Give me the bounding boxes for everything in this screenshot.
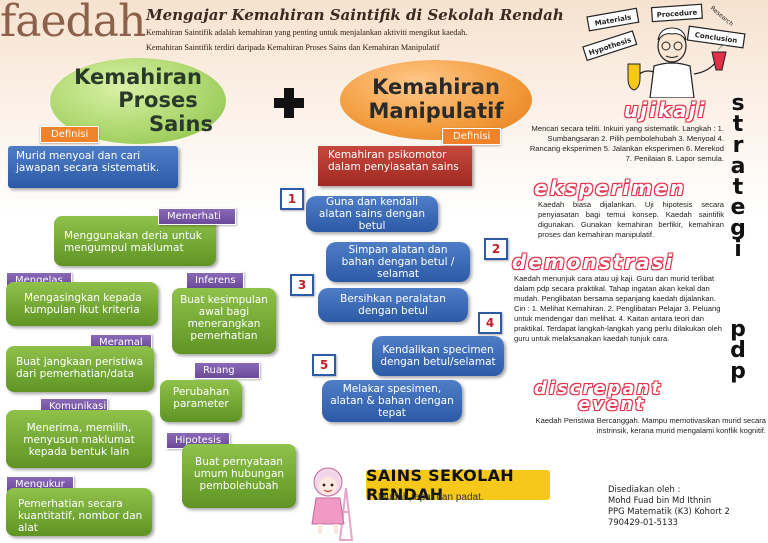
vertical-letter: a	[730, 153, 746, 179]
plus-icon	[274, 88, 304, 118]
event-title: event	[578, 394, 646, 415]
skill-hipotesis-box: Buat pernyataan umum hubungan pembolehub…	[182, 444, 296, 508]
discrepant-title: discrepant	[534, 378, 662, 399]
sains-sekolah-rendah-banner: SAINS SEKOLAH RENDAH	[366, 466, 550, 504]
discrepant-text: Kaedah Peristiwa Bercanggah. Mampu memot…	[535, 416, 766, 436]
step-2-box: Simpan alatan dan bahan dengan betul / s…	[326, 242, 470, 282]
step-4-number: 4	[478, 312, 502, 334]
skill-memerhati-tag: Memerhati	[158, 208, 236, 225]
eksperimen-text: Kaedah biasa dijalankan. Uji hipotesis s…	[538, 200, 724, 240]
step-5-number: 5	[312, 354, 336, 376]
skill-meramal-box: Buat jangkaan peristiwa dari pemerhatian…	[6, 346, 154, 392]
ujikaji-text: Mencari secara teliti. Inkuiri yang sist…	[529, 124, 724, 164]
step-4-box: Kendalikan specimen dengan betul/selamat	[372, 336, 504, 376]
step-1-number: 1	[280, 188, 304, 210]
faedah-logo-word: faedah	[0, 0, 146, 47]
km-title-line1: Kemahiran	[372, 75, 500, 100]
kps-title-line2: Proses	[118, 88, 198, 113]
girl-mascot-illustration	[311, 467, 354, 541]
vertical-letter: t	[732, 174, 744, 200]
skill-ruang-tag: Ruang	[194, 362, 260, 379]
kps-definisi-tag: Definisi	[40, 126, 100, 143]
intro-line-1: Kemahiran Saintifik adalah kemahiran yan…	[146, 28, 468, 37]
km-definisi-text: Kemahiran psikomotor dalam penyiasatan s…	[318, 146, 472, 186]
skill-inferens-tag: Inferens	[186, 272, 244, 289]
page-title: Mengajar Kemahiran Saintifik di Sekolah …	[146, 6, 564, 24]
vertical-letter: i	[734, 237, 742, 263]
kps-title-line3: Sains	[149, 111, 213, 136]
demonstrasi-title: demonstrasi	[512, 250, 675, 274]
intro-line-2: Kemahiran Saintifik terdiri daripada Kem…	[146, 43, 440, 52]
vertical-letter: p	[730, 317, 746, 342]
skill-inferens-box: Buat kesimpulan awal bagi menerangkan pe…	[172, 288, 276, 354]
step-2-number: 2	[484, 238, 508, 260]
prepared-by-block: Disediakan oleh : Mohd Fuad bin Md Ithni…	[608, 484, 730, 528]
kemahiran-manipulatif-heading: Kemahiran Manipulatif	[340, 60, 532, 140]
demonstrasi-text: Kaedah menunjuk cara atau uji kaji. Guru…	[514, 274, 722, 344]
step-3-number: 3	[290, 274, 314, 296]
vertical-letter: g	[730, 216, 746, 242]
prepared-line-3: PPG Matematik (K3) Kohort 2	[608, 506, 730, 517]
eksperimen-title: eksperimen	[534, 176, 687, 200]
vertical-letter: r	[732, 132, 744, 158]
scientist-illustration: Materials Procedure Hypothesis Conclusio…	[582, 3, 746, 98]
vertical-letter: t	[732, 111, 744, 137]
skill-komunikasi-box: Menerima, memilih, menyusun maklumat kep…	[6, 410, 152, 468]
km-definisi-tag: Definisi	[442, 128, 502, 145]
step-3-box: Bersihkan peralatan dengan betul	[318, 288, 468, 322]
kps-title-line1: Kemahiran	[74, 64, 202, 89]
prepared-line-1: Disediakan oleh :	[608, 484, 681, 494]
label-research: Research	[709, 5, 735, 28]
skill-mengelas-box: Mengasingkan kepada kumpulan ikut kriter…	[6, 282, 158, 326]
vertical-letter: p	[730, 358, 746, 384]
banner-subtitle: Mudah,tepat dan padat.	[378, 492, 484, 503]
prepared-line-4: 790429-01-5133	[608, 517, 678, 528]
kps-definisi-text: Murid menyoal dan cari jawapan secara si…	[8, 146, 178, 188]
ujikaji-title: ujikaji	[624, 98, 707, 122]
step-5-box: Melakar spesimen, alatan & bahan dengan …	[322, 380, 462, 422]
skill-ruang-box: Perubahan parameter	[160, 380, 242, 422]
prepared-line-2: Mohd Fuad bin Md Ithnin	[608, 495, 712, 506]
vertical-letter: d	[730, 337, 746, 363]
step-1-box: Guna dan kendali alatan sains dengan bet…	[306, 196, 438, 232]
vertical-letter: s	[731, 91, 745, 116]
vertical-letter: e	[730, 195, 746, 221]
km-title-line2: Manipulatif	[368, 99, 504, 123]
label-procedure: Procedure	[657, 9, 698, 20]
skill-mengukur-box: Pemerhatian secara kuantitatif, nombor d…	[6, 488, 152, 536]
